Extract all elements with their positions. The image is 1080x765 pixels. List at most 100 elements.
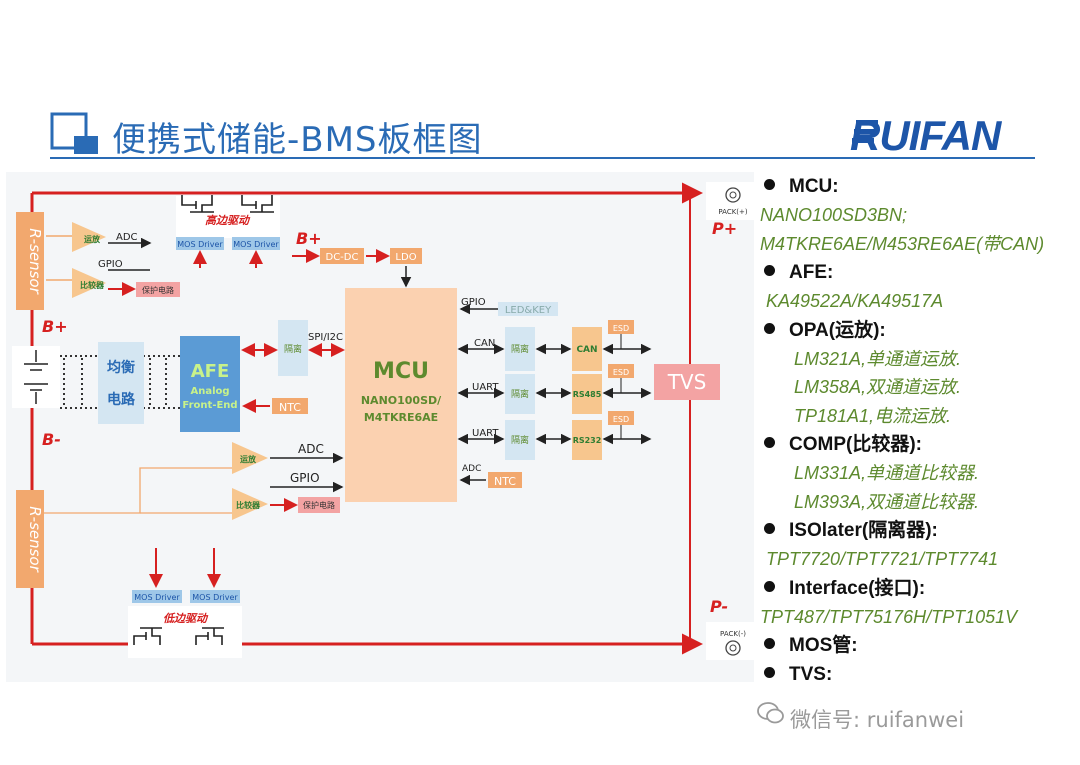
ntc-right-block — [488, 472, 522, 488]
b-plus-mid: B+ — [296, 229, 322, 248]
balance-circuit-block — [98, 342, 144, 424]
comp-top-label: 比较器 — [80, 280, 105, 290]
ldo-block — [390, 248, 422, 264]
comp-top-triangle — [72, 268, 106, 298]
can-bus-label: CAN — [474, 338, 495, 349]
isolate-can-block — [505, 327, 535, 371]
dcdc-block — [320, 248, 364, 264]
bullet-icon — [764, 437, 775, 449]
low-side-switch-area — [128, 606, 242, 658]
p-minus-label: P- — [710, 597, 728, 616]
isolate-232-block — [505, 420, 535, 460]
rs485-block — [572, 374, 602, 414]
component-part-number: M4TKRE6AE/M453RE6AE(带CAN) — [760, 233, 1045, 254]
high-side-mosfet-icons — [181, 195, 274, 213]
component-heading-text: MCU: — [789, 176, 839, 197]
adc-top-label: ADC — [116, 232, 138, 243]
protect-bottom-label: 保护电路 — [303, 500, 335, 510]
ruifan-logo: RUIFAN — [850, 112, 1001, 159]
component-heading: MCU: — [760, 172, 1080, 201]
mcu-sub2: M4TKRE6AE — [364, 411, 438, 424]
component-part-number: TP181A1,电流运放. — [794, 405, 952, 426]
component-part-number: TPT487/TPT75176H/TPT1051V — [760, 606, 1018, 627]
component-heading: ISOlater(隔离器): — [760, 516, 1080, 545]
bullet-icon — [764, 523, 775, 535]
adc-bottom-label: ADC — [298, 442, 324, 456]
mos-driver-h1-label: MOS Driver — [177, 240, 223, 249]
wechat-icon — [757, 702, 784, 724]
spi-i2c-label: SPI/I2C — [308, 332, 343, 343]
protect-bottom-block — [298, 497, 340, 513]
isolate-485-block — [505, 374, 535, 414]
component-heading: COMP(比较器): — [760, 430, 1080, 459]
bullet-icon — [764, 667, 775, 679]
r-sensor-bottom — [16, 490, 44, 588]
title-underline — [50, 157, 1035, 159]
protect-top-label: 保护电路 — [142, 285, 174, 295]
dcdc-label: DC-DC — [326, 252, 359, 263]
battery-icon — [12, 346, 60, 408]
mos-driver-l1-label: MOS Driver — [134, 593, 180, 602]
bullet-icon — [764, 580, 775, 592]
component-heading-text: COMP(比较器): — [789, 434, 922, 455]
tvs-block — [654, 364, 720, 400]
mos-driver-l1 — [132, 590, 182, 603]
gpio-top-label: GPIO — [98, 259, 123, 270]
component-heading-text: AFE: — [789, 262, 834, 283]
comp-bottom-triangle — [232, 488, 268, 520]
esd-485-label: ESD — [613, 368, 629, 377]
bms-block-diagram: R-sensor R-sensor B+ B- 均衡 电路 AFE Analog… — [6, 172, 756, 682]
mcu-sub1: NANO100SD/ — [361, 394, 442, 407]
mos-driver-h2 — [232, 237, 280, 250]
afe-title: AFE — [191, 361, 230, 382]
isolate-485-label: 隔离 — [511, 388, 529, 400]
opa-bottom-triangle — [232, 442, 268, 474]
uart-232-label: UART — [472, 428, 499, 439]
ldo-label: LDO — [395, 252, 416, 263]
component-part-number: LM393A,双通道比较器. — [794, 491, 980, 512]
component-heading-text: Interface(接口): — [789, 577, 926, 599]
protect-top-block — [136, 282, 180, 297]
gpio-bottom-label: GPIO — [290, 471, 320, 485]
r-sensor-top — [16, 212, 44, 310]
p-plus-label: P+ — [712, 219, 737, 238]
afe-sub2: Front-End — [182, 400, 237, 411]
rs485-label: RS485 — [573, 390, 602, 399]
bullet-icon — [764, 322, 775, 334]
bullet-icon — [764, 638, 775, 650]
esd-can-label: ESD — [613, 324, 629, 333]
afe-isolate-block — [278, 320, 308, 376]
component-heading-text: OPA(运放): — [789, 319, 886, 341]
component-heading: Interface(接口): — [760, 574, 1080, 603]
page-title: 便携式储能-BMS板框图 — [112, 120, 483, 160]
component-part-number: KA49522A/KA49517A — [766, 291, 944, 311]
component-heading-text: MOS管: — [789, 635, 858, 656]
mos-driver-l2 — [190, 590, 240, 603]
component-heading: MOS管: — [760, 631, 1080, 660]
r-sensor-bottom-label: R-sensor — [26, 506, 44, 572]
mos-driver-h1 — [176, 237, 224, 250]
low-side-label: 低边驱动 — [163, 612, 209, 625]
b-minus-left: B- — [42, 430, 61, 449]
pack-plus-label: PACK(+) — [718, 208, 748, 216]
title-square-icon — [50, 112, 98, 154]
r-sensor-top-label: R-sensor — [26, 228, 44, 294]
component-heading: TVS: — [760, 660, 1080, 689]
component-heading-text: TVS: — [789, 664, 833, 685]
esd-485-block — [608, 364, 634, 378]
component-heading-text: ISOlater(隔离器): — [789, 520, 938, 541]
mcu-block — [345, 288, 457, 502]
component-list: MCU:NANO100SD3BN;M4TKRE6AE/M453RE6AE(带CA… — [760, 172, 1080, 689]
bullet-icon — [764, 265, 775, 277]
component-heading: AFE: — [760, 258, 1080, 287]
afe-sub1: Analog — [190, 386, 229, 397]
ntc-left-label: NTC — [279, 401, 301, 414]
balance-label-1: 均衡 — [107, 359, 135, 376]
high-side-switch-area — [176, 196, 280, 238]
mcu-title: MCU — [373, 359, 429, 384]
can-transceiver-label: CAN — [576, 345, 597, 355]
comp-bottom-label: 比较器 — [236, 500, 261, 510]
high-side-label: 高边驱动 — [205, 214, 251, 227]
balance-label-2: 电路 — [107, 391, 136, 408]
ntc-right-label: NTC — [494, 475, 516, 488]
